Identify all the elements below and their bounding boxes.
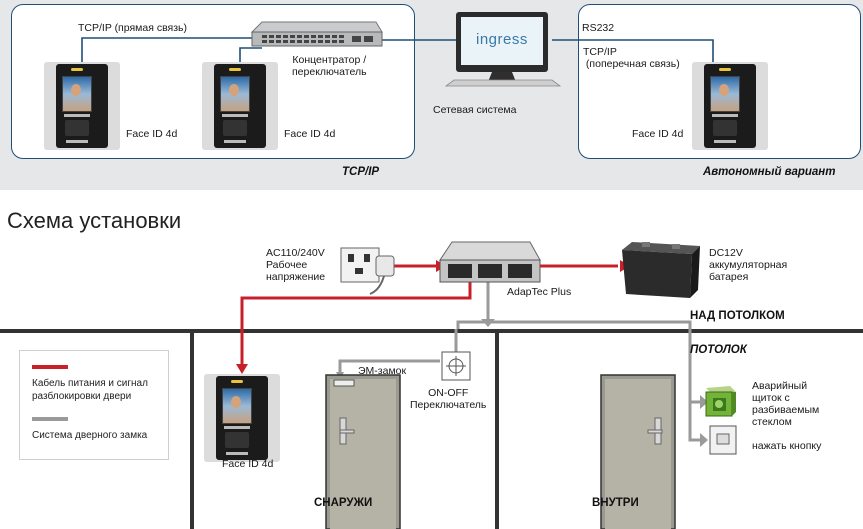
lock-system-line <box>456 320 692 402</box>
legend-red-swatch <box>32 365 68 369</box>
on-off-switch-icon <box>441 351 471 381</box>
ceiling-label: ПОТОЛОК <box>690 344 747 356</box>
cross-link-line <box>552 39 714 62</box>
legend-gray-swatch <box>32 417 68 421</box>
outside-label: СНАРУЖИ <box>314 497 373 509</box>
arrow-emergency <box>700 395 708 409</box>
battery-icon <box>622 242 700 298</box>
network-connections <box>81 12 714 87</box>
power-socket-icon <box>340 247 395 295</box>
tcpip-cross-label: TCP/IP (поперечная связь) <box>583 46 680 70</box>
network-system-label: Сетевая система <box>433 104 517 116</box>
device-label-install: Face ID 4d <box>222 458 274 470</box>
ac-voltage-label: AC110/240V Рабочее напряжение <box>266 247 326 283</box>
face-id-device-1 <box>44 62 120 150</box>
door-inside-icon <box>600 374 676 529</box>
direct-link-line <box>81 37 258 62</box>
tcpip-direct-label: TCP/IP (прямая связь) <box>78 22 187 34</box>
device-label-3: Face ID 4d <box>632 128 684 140</box>
device-label-2: Face ID 4d <box>284 128 336 140</box>
monitor-brand-text: ingress <box>476 31 528 48</box>
adaptec-box-icon <box>439 241 541 283</box>
face-id-device-2 <box>202 62 278 150</box>
install-title: Схема установки <box>7 208 182 233</box>
caption-tcpip: TCP/IP <box>342 166 380 178</box>
rs232-label: RS232 <box>582 22 615 34</box>
switch-to-device-line <box>239 47 262 62</box>
em-lock-line <box>338 359 440 376</box>
button-line <box>688 402 704 442</box>
em-lock-label: ЭМ-замок <box>358 365 407 377</box>
emergency-break-glass-icon <box>705 386 736 417</box>
legend-gray-label: Система дверного замка <box>32 430 148 441</box>
emergency-label: Аварийный щиток с разбиваемым стеклом <box>752 380 820 428</box>
install-diagram <box>0 241 863 529</box>
on-off-switch-label: ON-OFF Переключатель <box>410 387 487 411</box>
arrow-to-device <box>236 364 248 374</box>
inside-label: ВНУТРИ <box>592 497 639 509</box>
computer-monitor-icon <box>444 12 562 87</box>
face-id-device-3 <box>692 62 768 150</box>
switch-icon <box>250 21 383 47</box>
power-to-device-line <box>240 282 472 366</box>
face-id-device-install <box>204 374 280 462</box>
adaptec-label: AdapTec Plus <box>507 286 572 298</box>
exit-button-icon <box>709 425 737 455</box>
caption-standalone: Автономный вариант <box>703 166 836 178</box>
door-outside-icon <box>325 374 401 529</box>
press-button-label: нажать кнопку <box>752 440 822 452</box>
battery-label: DC12V аккумуляторная батарея <box>709 247 788 283</box>
legend-box: Кабель питания и сигнал разблокировки дв… <box>19 350 169 460</box>
arrow-button <box>700 433 708 447</box>
device-label-1: Face ID 4d <box>126 128 178 140</box>
above-ceiling-label: НАД ПОТОЛКОМ <box>690 310 785 322</box>
legend-red-label: Кабель питания и сигнал разблокировки дв… <box>32 378 148 402</box>
switch-label: Концентратор / переключатель <box>292 54 367 78</box>
arrow-down-adaptec <box>481 319 495 327</box>
